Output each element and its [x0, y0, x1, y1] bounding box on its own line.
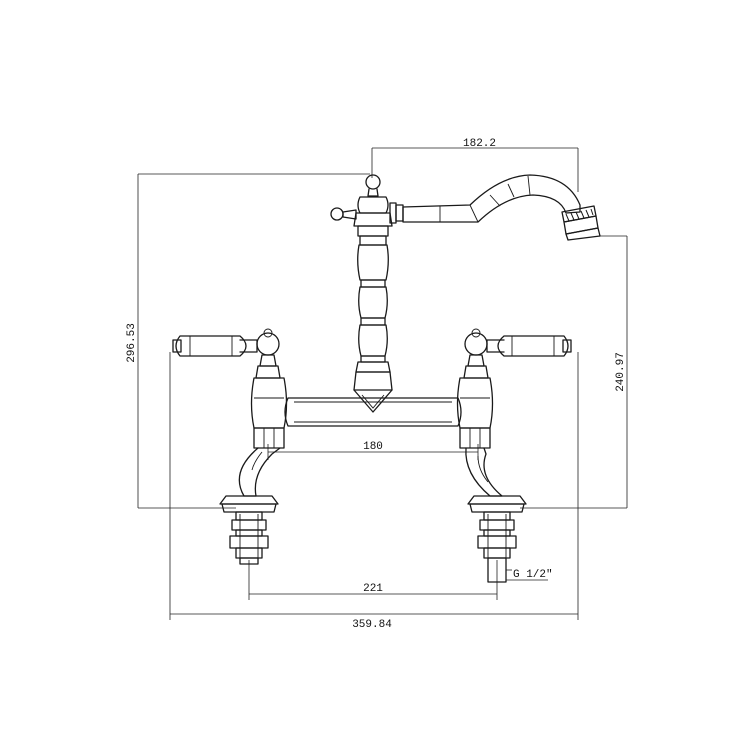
left-valve — [172, 328, 288, 565]
dimension-spout-height — [520, 235, 628, 509]
right-valve — [456, 328, 572, 583]
dimension-overall-width — [169, 352, 579, 620]
dimension-overall-width-label: 359.84 — [352, 619, 392, 631]
dimension-total-height-label: 296.53 — [126, 323, 138, 363]
dimension-lines — [137, 147, 628, 620]
spout — [389, 174, 601, 241]
dimension-body-width-label: 180 — [363, 441, 383, 453]
central-column — [330, 174, 393, 413]
dimension-spout-height-label: 240.97 — [615, 352, 627, 392]
dimension-inlet-spacing-label: 221 — [363, 583, 383, 595]
dimension-thread-size-label: G 1/2" — [513, 569, 553, 581]
dimension-total-height — [137, 173, 370, 509]
dimension-spout-reach — [371, 147, 579, 192]
dimension-spout-reach-label: 182.2 — [463, 138, 496, 150]
dimension-thread-leader — [506, 569, 548, 581]
dimension-inlet-spacing — [248, 560, 498, 600]
bridge-body — [284, 397, 462, 427]
